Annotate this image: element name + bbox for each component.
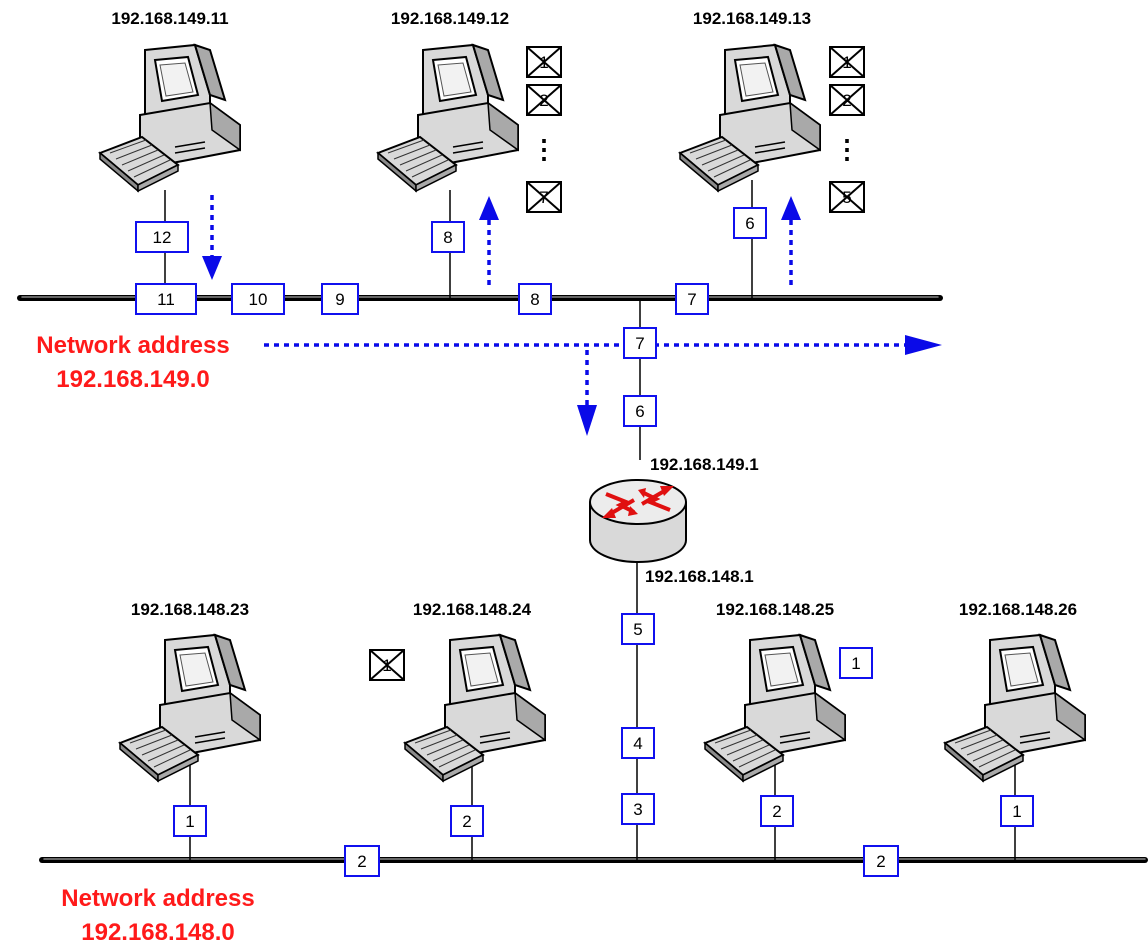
host-label-149-13: 192.168.149.13 <box>693 9 811 28</box>
svg-text:10: 10 <box>249 290 268 309</box>
packet-5: 5 <box>622 614 654 644</box>
discarded-box: 1 <box>370 650 404 680</box>
discarded-box: 7 <box>527 182 561 212</box>
network-label-148-line1: Network address <box>61 885 254 912</box>
discarded-ellipsis: ⋮ <box>531 134 557 164</box>
host-label-148-26: 192.168.148.26 <box>959 600 1077 619</box>
pc-149-11-icon <box>100 45 240 191</box>
packet-boxes: 12 11 10 9 8 8 7 6 7 6 5 4 3 1 2 2 1 2 2… <box>136 208 1033 876</box>
svg-text:12: 12 <box>153 228 172 247</box>
svg-text:2: 2 <box>357 852 366 871</box>
packet-8-host: 8 <box>432 222 464 252</box>
network-label-148-line2: 192.168.148.0 <box>81 919 234 946</box>
discarded-box: 5 <box>830 182 864 212</box>
packet-1-h23: 1 <box>174 806 206 836</box>
pc-149-12-icon <box>378 45 518 191</box>
svg-text:1: 1 <box>851 654 860 673</box>
network-label-149-line1: Network address <box>36 332 229 359</box>
svg-text:7: 7 <box>687 290 696 309</box>
packet-1-h25-side: 1 <box>840 648 872 678</box>
packet-8-bus: 8 <box>519 284 551 314</box>
svg-text:2: 2 <box>772 802 781 821</box>
host-label-148-23: 192.168.148.23 <box>131 600 249 619</box>
bus-148 <box>42 859 1145 860</box>
packet-12: 12 <box>136 222 188 252</box>
packet-4: 4 <box>622 728 654 758</box>
host-label-149-11: 192.168.149.11 <box>111 9 228 28</box>
svg-text:1: 1 <box>185 812 194 831</box>
discarded-box: 1 <box>830 47 864 77</box>
packet-2-bus-right: 2 <box>864 846 898 876</box>
discarded-box: 1 <box>527 47 561 77</box>
flow-arrows <box>202 195 942 436</box>
discarded-box: 2 <box>527 85 561 115</box>
router-ip-lower: 192.168.148.1 <box>645 567 754 586</box>
packet-3: 3 <box>622 794 654 824</box>
pc-149-13-icon <box>680 45 820 191</box>
discarded-box: 2 <box>830 85 864 115</box>
svg-text:9: 9 <box>335 290 344 309</box>
packet-6-router: 6 <box>624 396 656 426</box>
pc-148-23-icon <box>120 635 260 781</box>
packet-2-h24: 2 <box>451 806 483 836</box>
pc-148-26-icon <box>945 635 1085 781</box>
svg-text:4: 4 <box>633 734 642 753</box>
svg-text:6: 6 <box>745 214 754 233</box>
router-ip-upper: 192.168.149.1 <box>650 455 759 474</box>
pc-148-25-icon <box>705 635 845 781</box>
packet-6-host: 6 <box>734 208 766 238</box>
router-icon <box>590 480 686 562</box>
discarded-h12: 1 2 ⋮ 7 <box>527 47 561 212</box>
packet-10: 10 <box>232 284 284 314</box>
discarded-h24: 1 <box>370 650 404 680</box>
packet-7-router: 7 <box>624 328 656 358</box>
host-label-149-12: 192.168.149.12 <box>391 9 509 28</box>
host-label-148-24: 192.168.148.24 <box>413 600 532 619</box>
network-label-149-line2: 192.168.149.0 <box>56 366 209 393</box>
packet-1-h26: 1 <box>1001 796 1033 826</box>
packet-2-bus-left: 2 <box>345 846 379 876</box>
discarded-ellipsis: ⋮ <box>834 134 860 164</box>
packet-9: 9 <box>322 284 358 314</box>
discarded-h13: 1 2 ⋮ 5 <box>830 47 864 212</box>
svg-text:8: 8 <box>443 228 452 247</box>
svg-text:2: 2 <box>462 812 471 831</box>
pc-148-24-icon <box>405 635 545 781</box>
packet-7-bus: 7 <box>676 284 708 314</box>
svg-text:5: 5 <box>633 620 642 639</box>
host-label-148-25: 192.168.148.25 <box>716 600 834 619</box>
svg-text:8: 8 <box>530 290 539 309</box>
svg-text:7: 7 <box>635 334 644 353</box>
packet-11: 11 <box>136 284 196 314</box>
packet-2-h25: 2 <box>761 796 793 826</box>
svg-text:2: 2 <box>876 852 885 871</box>
svg-text:1: 1 <box>1012 802 1021 821</box>
svg-text:6: 6 <box>635 402 644 421</box>
svg-text:3: 3 <box>633 800 642 819</box>
svg-text:11: 11 <box>157 290 175 309</box>
